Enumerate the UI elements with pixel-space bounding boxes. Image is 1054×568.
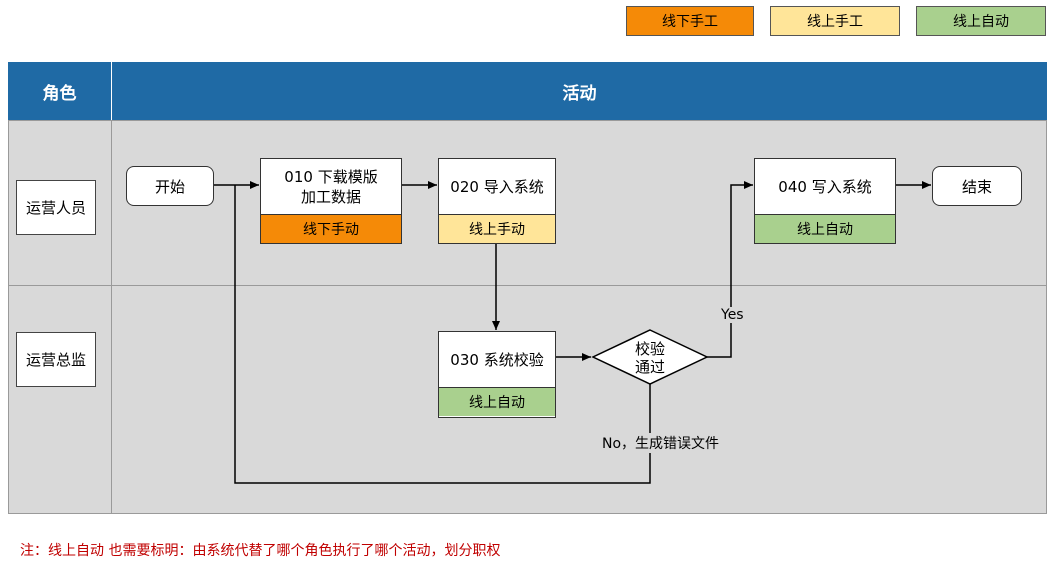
task-030-title: 030 系统校验 [450, 350, 544, 369]
task-010-tag: 线下手动 [261, 214, 401, 243]
lane-operations-director [111, 285, 1047, 514]
decision-label: 校验 通过 [634, 340, 665, 376]
role-operations-director: 运营总监 [16, 332, 96, 387]
edge-label-yes: Yes [719, 307, 746, 323]
task-020-title: 020 导入系统 [450, 177, 544, 196]
task-020-tag: 线上手动 [439, 214, 555, 243]
edge-decision-yes-to-040 [707, 181, 753, 358]
legend-online-auto: 线上自动 [916, 6, 1046, 36]
task-040-tag: 线上自动 [755, 214, 895, 243]
header-activity: 活动 [112, 62, 1047, 120]
task-030: 030 系统校验 线上自动 [438, 331, 556, 418]
legend-online-manual: 线上手工 [770, 6, 900, 36]
start-node: 开始 [126, 166, 214, 206]
task-010: 010 下载模版 加工数据 线下手动 [260, 158, 402, 244]
footnote: 注：线上自动 也需要标明：由系统代替了哪个角色执行了哪个活动，划分职权 [20, 543, 501, 559]
role-operations-staff: 运营人员 [16, 180, 96, 235]
task-040: 040 写入系统 线上自动 [754, 158, 896, 244]
edge-label-no: No，生成错误文件 [600, 433, 722, 453]
decision-diamond [591, 329, 709, 385]
legend-offline-manual: 线下手工 [626, 6, 754, 36]
task-040-title: 040 写入系统 [778, 177, 872, 196]
task-010-title: 010 下载模版 加工数据 [284, 167, 378, 206]
header-role: 角色 [8, 62, 111, 120]
task-020: 020 导入系统 线上手动 [438, 158, 556, 244]
end-node: 结束 [932, 166, 1022, 206]
role-column-lane-2 [8, 285, 112, 514]
task-030-tag: 线上自动 [439, 387, 555, 416]
